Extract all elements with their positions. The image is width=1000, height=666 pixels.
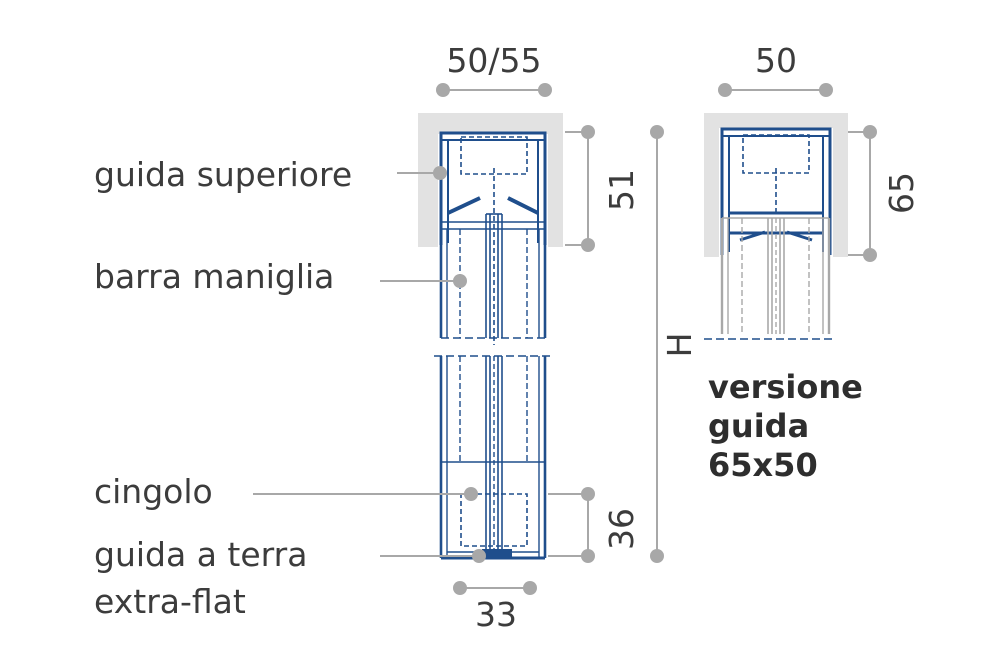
label-belt: cingolo (94, 472, 213, 511)
label-ground-rail-line2: extra-flat (94, 582, 246, 621)
alt-profile (704, 113, 848, 340)
label-handle-bar: barra maniglia (94, 257, 334, 296)
callout-labels: guida superiore barra maniglia cingolo g… (94, 155, 352, 621)
dim-main-top-height: 51 (602, 169, 641, 211)
alt-rail-housing (704, 113, 848, 257)
dimension-lines (436, 83, 877, 595)
dim-alt-height: 65 (882, 172, 921, 214)
ground-rail-shape (482, 549, 512, 558)
label-ground-rail-line1: guida a terra (94, 535, 307, 574)
dimension-labels: 50/55 50 33 51 36 H 65 (446, 41, 921, 634)
dim-alt-width: 50 (755, 41, 797, 80)
dim-main-width: 50/55 (446, 41, 541, 80)
variant-line3: 65x50 (708, 446, 818, 484)
top-rail-channel (439, 131, 547, 245)
leader-lines (253, 166, 486, 563)
dim-main-bottom-height: 36 (602, 508, 641, 550)
label-top-rail: guida superiore (94, 155, 352, 194)
dim-total-height: H (660, 333, 699, 358)
variant-caption: versione guida 65x50 (708, 368, 863, 484)
top-rail-housing (418, 113, 563, 247)
dim-bottom-width: 33 (475, 595, 517, 634)
variant-line1: versione (708, 368, 863, 406)
variant-line2: guida (708, 407, 809, 445)
